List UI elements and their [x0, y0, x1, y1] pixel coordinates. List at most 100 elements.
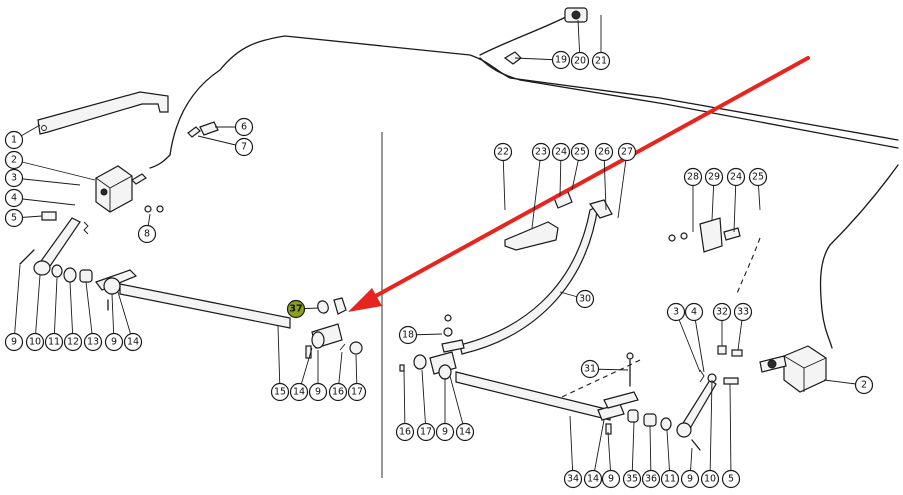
pin-part: [605, 423, 612, 435]
callout-21: 21: [591, 51, 611, 71]
callout-number: 34: [567, 474, 579, 485]
callout-34: 34: [563, 469, 583, 489]
callout-25: 25: [748, 167, 768, 187]
callout-6: 6: [234, 117, 254, 137]
pin-part: [691, 439, 701, 451]
cable-right-branch: [819, 164, 899, 349]
callout-9: 9: [680, 469, 700, 489]
callout-leader: [403, 369, 406, 433]
callout-33: 33: [733, 302, 753, 322]
callout-number: 16: [332, 387, 344, 398]
callout-22: 22: [493, 142, 513, 162]
callout-28: 28: [683, 167, 703, 187]
callout-number: 1: [11, 135, 17, 146]
callout-number: 23: [535, 147, 547, 158]
callout-number: 13: [87, 337, 99, 348]
callout-number: 30: [579, 294, 591, 305]
strap-clamp: [589, 199, 613, 219]
callout-number: 29: [708, 172, 720, 183]
left-shaft: [119, 283, 291, 329]
callout-15: 15: [270, 382, 290, 402]
callout-20: 20: [570, 51, 590, 71]
callout-leader: [449, 375, 466, 433]
callout-leader: [531, 151, 542, 229]
callout-number: 3: [11, 173, 17, 184]
nut-part: [349, 341, 363, 355]
callout-number: 10: [704, 474, 716, 485]
clamp-part: [187, 126, 201, 138]
right-lever: [676, 373, 717, 438]
bushing-part: [63, 267, 77, 283]
callout-leaders: [13, 15, 865, 480]
pin-part: [19, 249, 35, 265]
callout-12: 12: [63, 332, 83, 352]
callout-leader: [733, 176, 737, 233]
callout-leader: [13, 159, 96, 181]
callout-leader: [569, 415, 574, 480]
callout-17: 17: [416, 422, 436, 442]
callout-number: 7: [241, 142, 247, 153]
callout-leader: [421, 369, 427, 433]
callout-leader: [69, 281, 74, 343]
callout-9: 9: [601, 469, 621, 489]
right-actuator: [759, 345, 827, 393]
nut-part: [156, 205, 164, 213]
callout-leader: [617, 151, 628, 219]
callout-leader: [729, 383, 732, 480]
callout-number: 15: [274, 387, 286, 398]
cable-left-end: [149, 154, 171, 169]
callout-3: 3: [4, 168, 24, 188]
callout-16: 16: [395, 422, 415, 442]
callout-14: 14: [123, 332, 143, 352]
callout-30: 30: [575, 289, 595, 309]
cable-main-lower: [479, 57, 899, 149]
callout-number: 9: [11, 337, 17, 348]
callout-18: 18: [398, 325, 418, 345]
callout-number: 18: [402, 330, 414, 341]
cable-upper-branch: [479, 14, 571, 56]
callout-number: 24: [555, 147, 567, 158]
callout-leader: [34, 274, 41, 343]
guide-line: [735, 237, 761, 297]
callout-number: 17: [420, 427, 432, 438]
callout-number: 14: [459, 427, 471, 438]
left-lever: [33, 217, 81, 276]
callout-number: 12: [67, 337, 79, 348]
callout-number: 9: [687, 474, 693, 485]
callout-number: 11: [664, 474, 676, 485]
callout-number: 27: [621, 147, 633, 158]
callout-3: 3: [666, 302, 686, 322]
bushing-part: [79, 269, 93, 283]
callout-number: 2: [11, 155, 17, 166]
callout-24: 24: [551, 142, 571, 162]
callout-number: 36: [645, 474, 657, 485]
callout-leader: [592, 419, 605, 480]
callout-number: 25: [574, 147, 586, 158]
callout-14: 14: [289, 382, 309, 402]
callout-10: 10: [700, 469, 720, 489]
clamp-part: [199, 121, 219, 136]
callout-number: 19: [555, 55, 567, 66]
callout-number: 4: [691, 307, 697, 318]
callout-leader: [631, 421, 635, 480]
callout-number: 8: [144, 229, 150, 240]
nut-part: [413, 354, 427, 370]
cable-main: [169, 35, 899, 156]
callout-26: 26: [594, 142, 614, 162]
callout-9: 9: [435, 422, 455, 442]
callout-25: 25: [570, 142, 590, 162]
callout-11: 11: [44, 332, 64, 352]
callout-number: 4: [11, 193, 17, 204]
callout-number: 14: [293, 387, 305, 398]
callout-32: 32: [712, 302, 732, 322]
callout-leader: [603, 151, 607, 211]
callout-number: 9: [111, 337, 117, 348]
callout-number: 9: [442, 427, 448, 438]
callout-number: 32: [716, 307, 728, 318]
callout-leader: [13, 197, 76, 206]
callout-31: 31: [580, 359, 600, 379]
callout-29: 29: [704, 167, 724, 187]
curved-strap: [459, 204, 599, 355]
